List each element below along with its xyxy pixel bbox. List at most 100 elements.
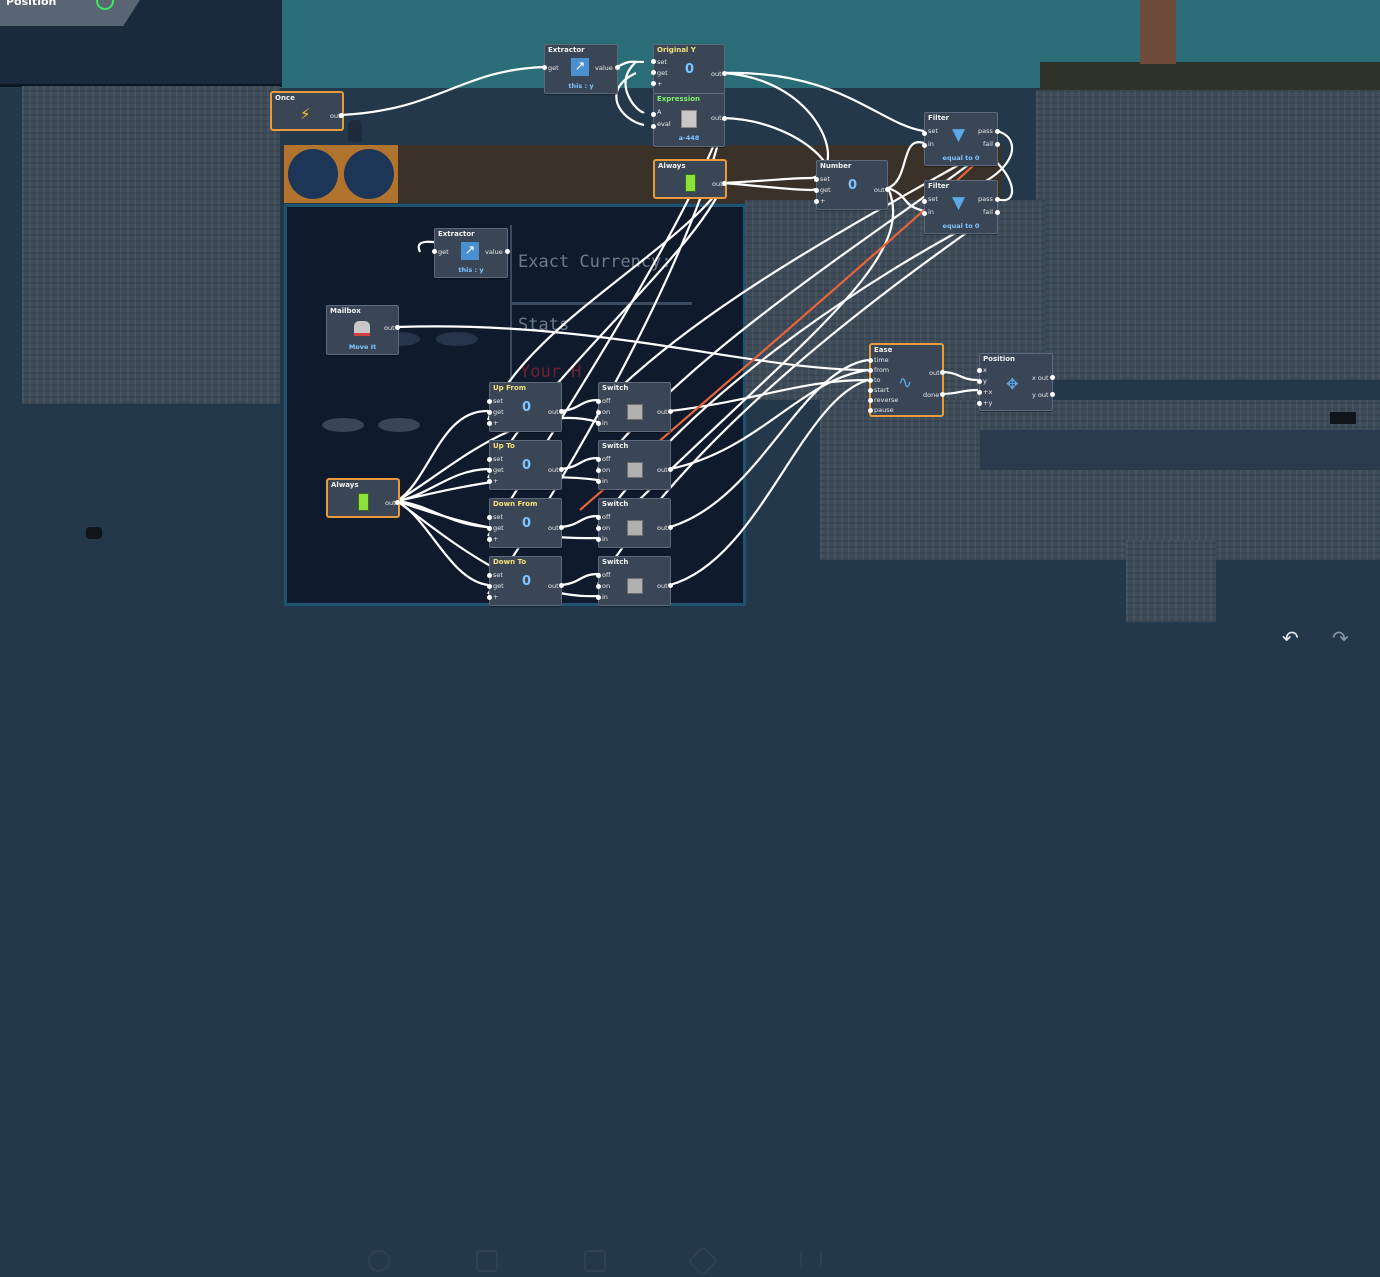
set-port[interactable] [487, 515, 492, 520]
get-port[interactable] [814, 188, 819, 193]
plus-port[interactable] [487, 595, 492, 600]
to-port[interactable] [868, 378, 873, 383]
out-port[interactable] [395, 500, 400, 505]
out-port[interactable] [559, 409, 564, 414]
on-port[interactable] [596, 526, 601, 531]
out-port[interactable] [722, 71, 727, 76]
switch-node[interactable]: Switch off on in out [596, 382, 673, 432]
out-port[interactable] [940, 370, 945, 375]
a-port[interactable] [651, 112, 656, 117]
out-port[interactable] [668, 467, 673, 472]
pass-port[interactable] [995, 129, 1000, 134]
set-port[interactable] [487, 457, 492, 462]
layers-icon[interactable] [687, 1245, 719, 1277]
up-to-node[interactable]: Up To set get + 0 out [487, 440, 564, 490]
x-out-port[interactable] [1050, 375, 1055, 380]
get-port[interactable] [487, 526, 492, 531]
image-icon[interactable] [584, 1250, 606, 1272]
done-port[interactable] [940, 392, 945, 397]
up-from-node[interactable]: Up From set get + 0 out [487, 382, 564, 432]
off-port[interactable] [596, 457, 601, 462]
always-node[interactable]: Always out [654, 160, 727, 198]
out-port[interactable] [395, 325, 400, 330]
filter-node[interactable]: Filter set in ▼ pass fail equal to 0 [922, 180, 1000, 234]
position-node[interactable]: Position x y +x +y ✥ x out y out [977, 353, 1055, 411]
value-port[interactable] [505, 249, 510, 254]
get-port[interactable] [487, 468, 492, 473]
plus-port[interactable] [814, 199, 819, 204]
pass-port[interactable] [995, 197, 1000, 202]
position-tab[interactable]: Position [0, 0, 140, 26]
plus-x-port[interactable] [977, 390, 982, 395]
set-port[interactable] [487, 399, 492, 404]
value-port[interactable] [615, 65, 620, 70]
mailbox-node[interactable]: Mailbox out Move It [326, 305, 400, 355]
x-port[interactable] [977, 368, 982, 373]
off-port[interactable] [596, 399, 601, 404]
plus-y-port[interactable] [977, 401, 982, 406]
out-port[interactable] [559, 467, 564, 472]
get-port[interactable] [432, 249, 437, 254]
from-port[interactable] [868, 368, 873, 373]
set-port[interactable] [814, 177, 819, 182]
in-port[interactable] [922, 143, 927, 148]
fail-port[interactable] [995, 142, 1000, 147]
in-port[interactable] [596, 479, 601, 484]
eval-port[interactable] [651, 124, 656, 129]
y-out-port[interactable] [1050, 392, 1055, 397]
always-node[interactable]: Always out [327, 479, 400, 517]
out-port[interactable] [559, 525, 564, 530]
cube-icon[interactable] [476, 1250, 498, 1272]
out-port[interactable] [722, 181, 727, 186]
get-port[interactable] [651, 70, 656, 75]
switch-node[interactable]: Switch off on in out [596, 556, 673, 606]
reverse-port[interactable] [868, 398, 873, 403]
switch-node[interactable]: Switch off on in out [596, 498, 673, 548]
out-port[interactable] [668, 409, 673, 414]
time-port[interactable] [868, 358, 873, 363]
in-port[interactable] [596, 421, 601, 426]
out-port[interactable] [559, 583, 564, 588]
down-from-node[interactable]: Down From set get + 0 out [487, 498, 564, 548]
plus-port[interactable] [487, 537, 492, 542]
get-port[interactable] [487, 410, 492, 415]
off-port[interactable] [596, 515, 601, 520]
plus-port[interactable] [651, 81, 656, 86]
in-port[interactable] [922, 211, 927, 216]
original-y-node[interactable]: Original Y set get + 0 out [651, 44, 727, 94]
extractor-node[interactable]: Extractor get ↗ value this : y [542, 44, 620, 94]
in-port[interactable] [596, 537, 601, 542]
out-port[interactable] [722, 116, 727, 121]
get-port[interactable] [542, 65, 547, 70]
set-port[interactable] [922, 131, 927, 136]
number-node[interactable]: Number set get + 0 out [814, 160, 890, 210]
out-port[interactable] [339, 113, 344, 118]
set-port[interactable] [651, 59, 656, 64]
get-port[interactable] [487, 584, 492, 589]
off-port[interactable] [596, 573, 601, 578]
start-port[interactable] [868, 388, 873, 393]
ease-node[interactable]: Ease time from to start reverse pause ∿ … [868, 344, 945, 416]
once-node[interactable]: Once ⚡ out [271, 92, 344, 130]
pause-port[interactable] [868, 408, 873, 413]
out-port[interactable] [885, 187, 890, 192]
expression-node[interactable]: Expression A eval out a-448 [651, 93, 727, 147]
play-icon[interactable] [368, 1250, 390, 1272]
set-port[interactable] [922, 199, 927, 204]
out-port[interactable] [668, 583, 673, 588]
in-port[interactable] [596, 595, 601, 600]
redo-icon[interactable]: ↷ [1332, 626, 1349, 650]
plus-port[interactable] [487, 421, 492, 426]
filter-node[interactable]: Filter set in ▼ pass fail equal to 0 [922, 112, 1000, 166]
switch-node[interactable]: Switch off on in out [596, 440, 673, 490]
on-port[interactable] [596, 410, 601, 415]
on-port[interactable] [596, 468, 601, 473]
fail-port[interactable] [995, 210, 1000, 215]
sliders-icon[interactable] [800, 1250, 822, 1268]
plus-port[interactable] [487, 479, 492, 484]
y-port[interactable] [977, 379, 982, 384]
out-port[interactable] [668, 525, 673, 530]
set-port[interactable] [487, 573, 492, 578]
extractor-node[interactable]: Extractor get ↗ value this : y [432, 228, 510, 278]
on-port[interactable] [596, 584, 601, 589]
